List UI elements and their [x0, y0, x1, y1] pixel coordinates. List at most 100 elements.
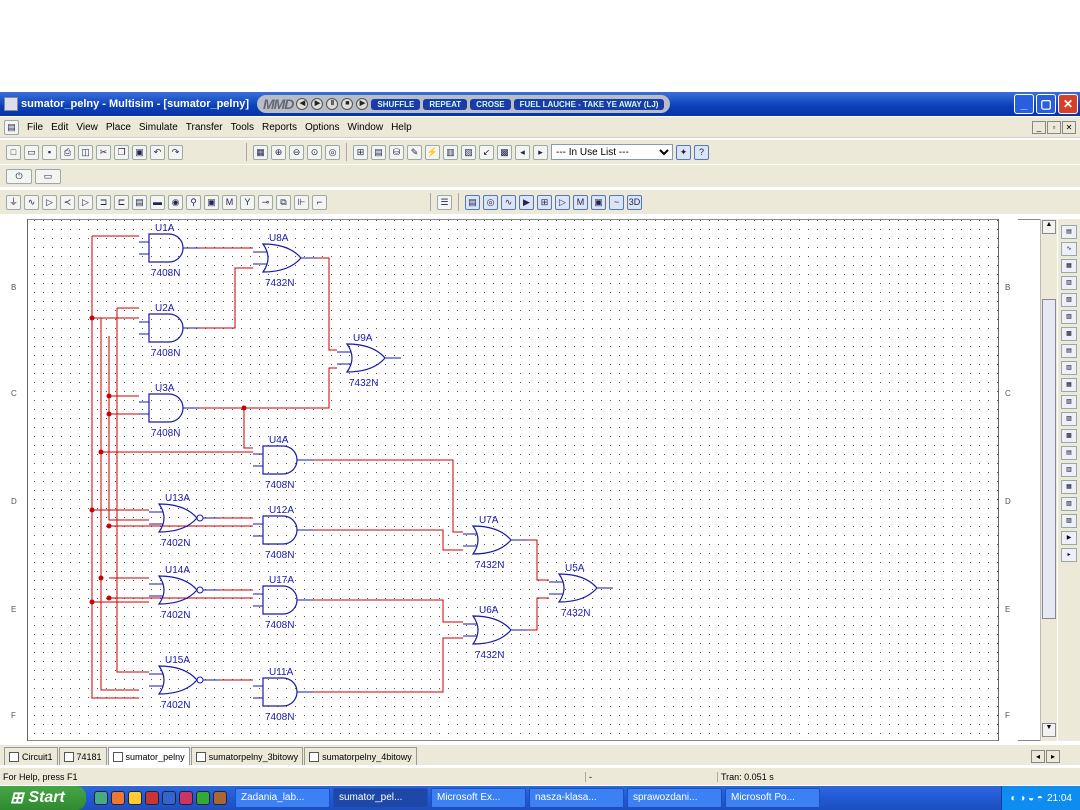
logic-converter-icon[interactable]: ▣	[591, 195, 606, 210]
task-sprawozdanie[interactable]: sprawozdani...	[627, 788, 722, 808]
player-pause-icon[interactable]: Ⅱ	[326, 98, 338, 110]
print-preview-icon[interactable]: ◫	[78, 145, 93, 160]
cmos-icon[interactable]: ⊏	[114, 195, 129, 210]
save-icon[interactable]: ▪	[42, 145, 57, 160]
quicklaunch-app2-icon[interactable]	[162, 791, 176, 805]
instrument-scope-icon[interactable]: ▥	[1061, 276, 1077, 290]
undo-icon[interactable]: ↶	[150, 145, 165, 160]
component-wizard-icon[interactable]: ✎	[407, 145, 422, 160]
wattmeter-icon[interactable]: ∿	[501, 195, 516, 210]
tab-scroll-left-icon[interactable]: ◂	[1031, 750, 1045, 763]
word-generator-icon[interactable]: ▷	[555, 195, 570, 210]
pause-switch-icon[interactable]: ▭	[35, 169, 61, 184]
instrument-iv-analyzer-icon[interactable]: ▧	[1061, 395, 1077, 409]
instrument-probe-icon[interactable]: ▶	[1061, 531, 1077, 545]
task-sumator[interactable]: sumator_pel...	[333, 788, 428, 808]
cut-icon[interactable]: ✂	[96, 145, 111, 160]
mdi-close-button[interactable]: ✕	[1062, 121, 1076, 134]
tab-sumatorpelny-4bitowy[interactable]: sumatorpelny_4bitowy	[304, 747, 417, 765]
forward-annotate-icon[interactable]: ◂	[515, 145, 530, 160]
instrument-4ch-scope-icon[interactable]: ▧	[1061, 293, 1077, 307]
mdi-restore-button[interactable]: ▫	[1047, 121, 1061, 134]
menu-view[interactable]: View	[72, 122, 102, 133]
menu-help[interactable]: Help	[387, 122, 416, 133]
instrument-wattmeter-icon[interactable]: ▦	[1061, 259, 1077, 273]
instrument-agilent-mm-icon[interactable]: ▦	[1061, 480, 1077, 494]
minimize-button[interactable]: _	[1014, 94, 1034, 114]
tab-circuit1[interactable]: Circuit1	[4, 747, 58, 765]
paste-icon[interactable]: ▣	[132, 145, 147, 160]
logic-analyzer-icon[interactable]: M	[573, 195, 588, 210]
instrument-labview-icon[interactable]: ▸	[1061, 548, 1077, 562]
mdi-minimize-button[interactable]: _	[1032, 121, 1046, 134]
instrument-agilent-funcgen-icon[interactable]: ▥	[1061, 463, 1077, 477]
full-screen-icon[interactable]: ▦	[253, 145, 268, 160]
task-excel[interactable]: Microsoft Ex...	[431, 788, 526, 808]
bode-plotter-icon[interactable]: ⊞	[537, 195, 552, 210]
zoom-fit-icon[interactable]: ◎	[325, 145, 340, 160]
oscilloscope-icon[interactable]: ▶	[519, 195, 534, 210]
list-icon[interactable]: ▸	[533, 145, 548, 160]
bus-icon[interactable]: ⌐	[312, 195, 327, 210]
instrument-bode-icon[interactable]: ▨	[1061, 310, 1077, 324]
schematic-workspace[interactable]: U1A7408NU8A7432NU2A7408NU9A7432NU3A7408N…	[6, 219, 1056, 741]
instrument-wordgen-icon[interactable]: ▤	[1061, 344, 1077, 358]
instrument-distortion-icon[interactable]: ▨	[1061, 412, 1077, 426]
menu-window[interactable]: Window	[344, 122, 388, 133]
menu-edit[interactable]: Edit	[47, 122, 72, 133]
vertical-scrollbar[interactable]: ▲ ▼	[1040, 219, 1057, 741]
instrument-logic-converter-icon[interactable]: ▦	[1061, 378, 1077, 392]
instrument-counter-icon[interactable]: ▩	[1061, 327, 1077, 341]
instrument-funcgen-icon[interactable]: ∿	[1061, 242, 1077, 256]
zoom-area-icon[interactable]: ⊙	[307, 145, 322, 160]
spectrum-analyzer-icon[interactable]: 3D	[627, 195, 642, 210]
quicklaunch-app1-icon[interactable]	[145, 791, 159, 805]
player-label-crose[interactable]: CROSE	[470, 99, 510, 110]
player-stop-icon[interactable]: ■	[341, 98, 353, 110]
menu-place[interactable]: Place	[102, 122, 135, 133]
scroll-thumb[interactable]	[1042, 299, 1056, 619]
player-play-icon[interactable]: ▶	[311, 98, 323, 110]
menu-reports[interactable]: Reports	[258, 122, 301, 133]
instrument-network-icon[interactable]: ▤	[1061, 446, 1077, 460]
in-use-list-dropdown[interactable]: --- In Use List ---	[551, 144, 673, 160]
start-button[interactable]: ⊞Start	[0, 786, 86, 810]
print-icon[interactable]: ⎙	[60, 145, 75, 160]
misc-text-icon[interactable]: M	[222, 195, 237, 210]
zoom-in-icon[interactable]: ⊕	[271, 145, 286, 160]
tab-74181[interactable]: 74181	[59, 747, 107, 765]
instrument-logic-analyzer-icon[interactable]: ▥	[1061, 361, 1077, 375]
task-powerpoint[interactable]: Microsoft Po...	[725, 788, 820, 808]
quicklaunch-app5-icon[interactable]	[213, 791, 227, 805]
database-icon[interactable]: ⛁	[389, 145, 404, 160]
redo-icon[interactable]: ↷	[168, 145, 183, 160]
player-prev-icon[interactable]: ◀	[296, 98, 308, 110]
antenna-icon[interactable]: Y	[240, 195, 255, 210]
menu-transfer[interactable]: Transfer	[182, 122, 227, 133]
bus-vector-icon[interactable]: ☰	[437, 195, 452, 210]
menu-tools[interactable]: Tools	[227, 122, 258, 133]
quicklaunch-app4-icon[interactable]	[196, 791, 210, 805]
instrument-multimeter-icon[interactable]: ▤	[1061, 225, 1077, 239]
quicklaunch-app3-icon[interactable]	[179, 791, 193, 805]
menu-simulate[interactable]: Simulate	[135, 122, 182, 133]
multimeter-icon[interactable]: ▤	[465, 195, 480, 210]
erc-icon[interactable]: ▧	[461, 145, 476, 160]
rf-icon[interactable]: ⊸	[258, 195, 273, 210]
schematic-canvas[interactable]: U1A7408NU8A7432NU2A7408NU9A7432NU3A7408N…	[7, 220, 1056, 741]
menu-options[interactable]: Options	[301, 122, 343, 133]
hierarchy-block-icon[interactable]: ⊩	[294, 195, 309, 210]
grapher-icon[interactable]: ▥	[443, 145, 458, 160]
task-zadania[interactable]: Zadania_lab...	[235, 788, 330, 808]
hierarchy-icon[interactable]: ⊞	[353, 145, 368, 160]
distortion-analyzer-icon[interactable]: ~	[609, 195, 624, 210]
postprocessor-icon[interactable]: ⚡	[425, 145, 440, 160]
tab-sumator-pelny[interactable]: sumator_pelny	[108, 747, 190, 765]
instrument-agilent-scope-icon[interactable]: ▧	[1061, 497, 1077, 511]
power-icon[interactable]: ⚲	[186, 195, 201, 210]
diode-icon[interactable]: ▷	[42, 195, 57, 210]
copy-icon[interactable]: ❐	[114, 145, 129, 160]
basic-icon[interactable]: ∿	[24, 195, 39, 210]
close-button[interactable]: ✕	[1058, 94, 1078, 114]
quicklaunch-folder-icon[interactable]	[128, 791, 142, 805]
